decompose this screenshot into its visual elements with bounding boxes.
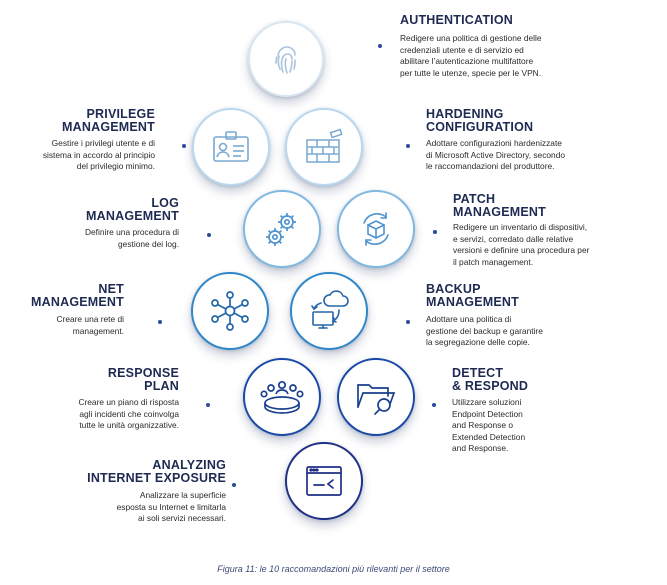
authentication-bullet [378, 44, 382, 48]
exposure-bullet [232, 483, 236, 487]
patch-title: PATCH MANAGEMENT [453, 192, 546, 219]
authentication-title: AUTHENTICATION [400, 13, 513, 27]
net-bullet [158, 320, 162, 324]
log-title: LOG MANAGEMENT [86, 196, 179, 223]
backup-title: BACKUP MANAGEMENT [426, 282, 519, 309]
patch-desc: Redigere un inventario di dispositivi, e… [453, 222, 590, 267]
hardening-circle [285, 108, 363, 186]
brick-wall-icon [306, 128, 343, 163]
detect-desc: Utilizzare soluzioni Endpoint Detection … [452, 397, 526, 454]
network-hub-icon [211, 291, 249, 331]
response-bullet [206, 403, 210, 407]
log-bullet [207, 233, 211, 237]
terminal-window-icon [306, 466, 342, 496]
response-circle [243, 358, 321, 436]
log-desc: Definire una procedura di gestione dei l… [84, 227, 179, 249]
privilege-bullet [182, 144, 186, 148]
patch-bullet [433, 230, 437, 234]
hardening-desc: Adottare configurazioni hardenizzate di … [426, 138, 566, 172]
patch-circle [337, 190, 415, 268]
response-title: RESPONSE PLAN [107, 366, 179, 393]
net-desc: Creare una rete di management. [56, 314, 124, 336]
net-circle [191, 272, 269, 350]
cloud-backup-icon [311, 290, 349, 329]
fingerprint-icon [275, 46, 296, 74]
detect-bullet [432, 403, 436, 407]
log-circle [243, 190, 321, 268]
privilege-circle [192, 108, 270, 186]
privilege-title: PRIVILEGE MANAGEMENT [62, 107, 155, 134]
response-desc: Creare un piano di risposta agli inciden… [78, 397, 179, 431]
authentication-desc: Redigere una politica di gestione delle … [400, 33, 542, 78]
id-badge-icon [213, 131, 249, 162]
gears-icon [266, 213, 296, 246]
hardening-title: HARDENING CONFIGURATION [426, 107, 534, 134]
exposure-title: ANALYZING INTERNET EXPOSURE [87, 458, 226, 485]
hardening-bullet [406, 144, 410, 148]
privilege-desc: Gestire i privilegi utente e di sistema … [42, 138, 155, 172]
backup-circle [290, 272, 368, 350]
package-update-icon [363, 212, 389, 246]
folder-search-icon [357, 384, 396, 415]
detect-circle [337, 358, 415, 436]
figure-caption: Figura 11: le 10 raccomandazioni più ril… [217, 564, 450, 574]
backup-desc: Adottare una politica di gestione dei ba… [426, 314, 543, 348]
backup-bullet [406, 320, 410, 324]
authentication-circle [248, 21, 324, 97]
meeting-table-icon [260, 380, 304, 414]
detect-title: DETECT & RESPOND [452, 366, 529, 393]
exposure-desc: Analizzare la superficie esposta su Inte… [116, 490, 226, 524]
exposure-circle [285, 442, 363, 520]
net-title: NET MANAGEMENT [31, 282, 124, 309]
